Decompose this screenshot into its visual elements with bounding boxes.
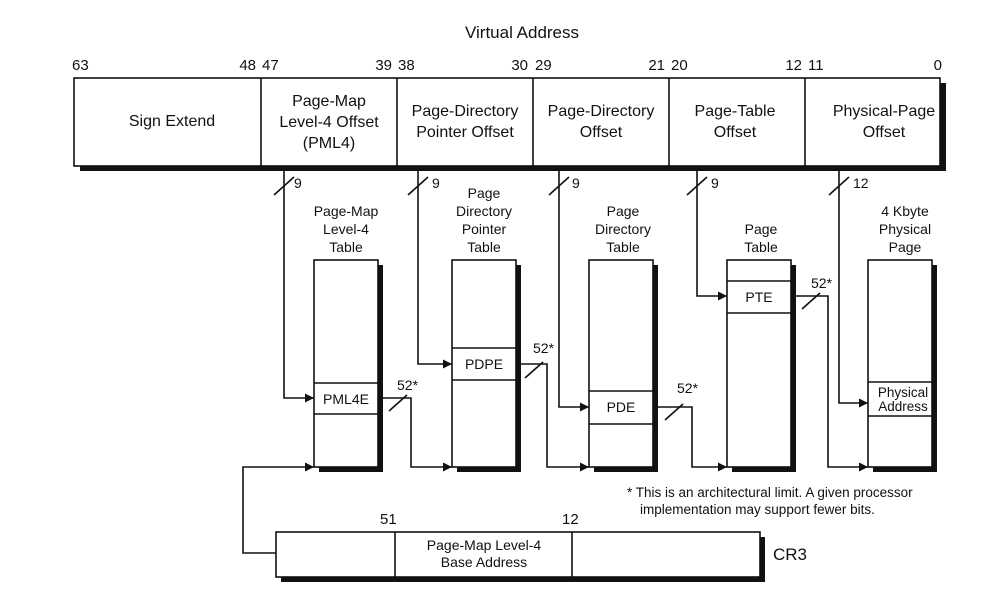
pde-entry: PDE — [607, 399, 636, 415]
pml4-table-title: Table — [329, 239, 363, 255]
cr3-bit-label: 12 — [562, 511, 579, 528]
bit-labels: 63 48 47 39 38 30 29 21 20 12 11 0 — [72, 57, 942, 74]
link-width-label: 52* — [533, 340, 555, 356]
bit-label: 38 — [398, 57, 415, 74]
link-width-label: 52* — [811, 275, 833, 291]
physical-page-title: Page — [889, 239, 922, 255]
cr3-bit-label: 51 — [380, 511, 397, 528]
pte-entry: PTE — [745, 289, 772, 305]
physical-page: Physical Address — [867, 259, 937, 472]
width-label: 9 — [711, 175, 719, 191]
bit-label: 12 — [785, 57, 802, 74]
width-markers: 9 9 9 9 12 — [273, 175, 869, 196]
footnote: implementation may support fewer bits. — [640, 502, 875, 517]
pdp-offset-field: Page-Directory — [412, 103, 519, 120]
physical-page-title: 4 Kbyte — [881, 203, 929, 219]
pd-offset-field: Page-Directory — [548, 103, 655, 120]
pml4-table: PML4E — [313, 259, 383, 472]
page-table: PTE — [726, 259, 796, 472]
diagram-title: Virtual Address — [465, 23, 579, 42]
pd-offset-field: Offset — [580, 124, 623, 141]
bit-label: 0 — [934, 57, 942, 74]
page-table-title: Page — [745, 221, 778, 237]
pd-table-title: Page — [607, 203, 640, 219]
width-label: 9 — [432, 175, 440, 191]
base-address-links — [378, 292, 868, 472]
footnote: * This is an architectural limit. A give… — [627, 485, 913, 500]
bit-label: 30 — [511, 57, 528, 74]
pdp-table: PDPE — [451, 259, 521, 472]
pdp-table-title: Pointer — [462, 221, 507, 237]
pml4-offset-field: (PML4) — [303, 135, 355, 152]
pml4e-entry: PML4E — [323, 391, 369, 407]
width-label: 12 — [853, 175, 869, 191]
pml4-offset-field: Level-4 Offset — [279, 114, 379, 131]
bit-label: 39 — [375, 57, 392, 74]
physical-page-title: Physical — [879, 221, 931, 237]
width-label: 9 — [294, 175, 302, 191]
pd-table-title: Directory — [595, 221, 651, 237]
bit-label: 47 — [262, 57, 279, 74]
cr3-register — [275, 531, 765, 582]
pdp-table-title: Table — [467, 239, 501, 255]
pdp-offset-field: Pointer Offset — [416, 124, 514, 141]
cr3-base-field: Base Address — [441, 554, 527, 570]
cr3-base-field: Page-Map Level-4 — [427, 537, 542, 553]
pt-offset-field: Page-Table — [695, 103, 776, 120]
sign-extend-field: Sign Extend — [129, 113, 215, 130]
physical-address-entry: Physical — [878, 385, 928, 400]
bit-label: 63 — [72, 57, 89, 74]
bit-label: 11 — [808, 57, 824, 74]
physical-address-entry: Address — [878, 399, 928, 414]
pt-offset-field: Offset — [714, 124, 757, 141]
cr3-label: CR3 — [773, 545, 807, 564]
pml4-table-title: Level-4 — [323, 221, 369, 237]
pdp-table-title: Page — [468, 185, 501, 201]
link-width-label: 52* — [677, 380, 699, 396]
bit-label: 21 — [648, 57, 665, 74]
pd-table-title: Table — [606, 239, 640, 255]
index-lines — [283, 166, 868, 412]
page-table-title: Table — [744, 239, 778, 255]
pdp-table-title: Directory — [456, 203, 512, 219]
page-offset-field: Physical-Page — [833, 103, 935, 120]
width-label: 9 — [572, 175, 580, 191]
pdpe-entry: PDPE — [465, 356, 503, 372]
pml4-table-title: Page-Map — [314, 203, 379, 219]
bit-label: 48 — [239, 57, 256, 74]
page-offset-field: Offset — [863, 124, 906, 141]
bit-label: 29 — [535, 57, 552, 74]
cr3-link — [242, 462, 314, 554]
bit-label: 20 — [671, 57, 688, 74]
pd-table: PDE — [588, 259, 658, 472]
pml4-offset-field: Page-Map — [292, 93, 366, 110]
virtual-address-register — [73, 77, 946, 171]
link-width-label: 52* — [397, 377, 419, 393]
